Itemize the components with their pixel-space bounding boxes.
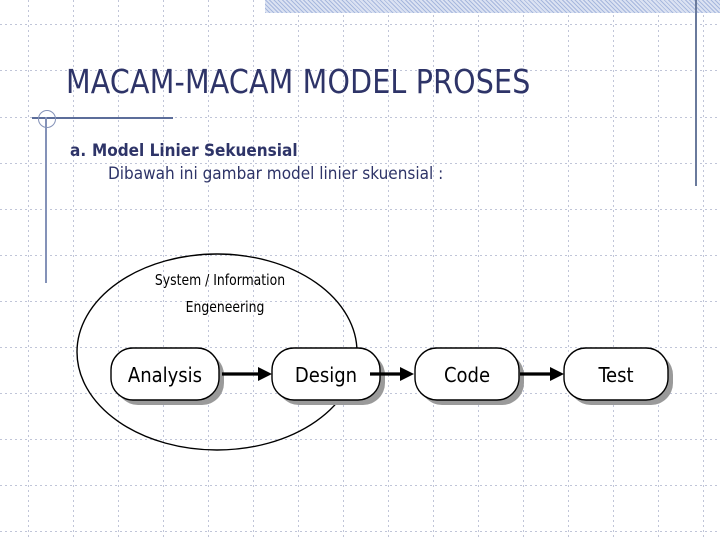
list-item-subtext: Dibawah ini gambar model linier skuensia…: [108, 164, 444, 184]
left-accent-rule: [45, 117, 47, 283]
grid-line-v: [208, 0, 209, 540]
grid-line-h: [0, 70, 720, 71]
grid-line-v: [298, 0, 299, 540]
stage-box: [110, 347, 220, 401]
stage-label: Analysis: [128, 363, 202, 387]
list-item-marker: a.: [70, 141, 87, 161]
title-underline-rule: [32, 117, 173, 119]
grid-line-h: [0, 163, 720, 164]
grid-line-h: [0, 301, 720, 302]
connector-arrow-design-code: [370, 367, 414, 381]
grid-line-v: [658, 0, 659, 540]
stage-node-test: Test: [563, 347, 673, 405]
stage-label: Design: [295, 363, 357, 387]
grid-line-v: [343, 0, 344, 540]
list-item-heading-text: Model Linier Sekuensial: [92, 141, 298, 161]
grid-line-v: [253, 0, 254, 540]
grid-line-h: [0, 255, 720, 256]
ellipse-label-line1: System / Information: [155, 273, 285, 290]
connector-arrow-code-test: [520, 367, 564, 381]
grid-line-h: [0, 209, 720, 210]
grid-line-v: [163, 0, 164, 540]
stage-node-analysis: Analysis: [110, 347, 224, 405]
stage-node-code: Code: [414, 347, 524, 405]
stage-box: [414, 347, 520, 401]
grid-line-v: [703, 0, 704, 540]
stage-label: Code: [444, 363, 490, 387]
circle-marker-icon: [38, 110, 56, 128]
grid-line-v: [388, 0, 389, 540]
grid-line-h: [0, 531, 720, 532]
grid-line-v: [433, 0, 434, 540]
grid-line-v: [28, 0, 29, 540]
stage-box: [563, 347, 669, 401]
stage-label: Test: [597, 363, 633, 387]
header-accent-band: [265, 0, 720, 13]
grid-line-v: [73, 0, 74, 540]
stage-node-design: Design: [271, 347, 385, 405]
grid-line-v: [478, 0, 479, 540]
grid-line-h: [0, 24, 720, 25]
page-title: MACAM-MACAM MODEL PROSES: [66, 62, 531, 101]
list-item-heading: a.Model Linier Sekuensial: [70, 140, 443, 162]
grid-line-v: [523, 0, 524, 540]
connector-arrow-analysis-design: [222, 367, 272, 381]
grid-line-h: [0, 485, 720, 486]
grid-line-h: [0, 439, 720, 440]
grid-line-h: [0, 117, 720, 118]
grid-line-v: [118, 0, 119, 540]
linear-sequential-model-diagram: System / Information Engeneering Analysi…: [70, 240, 690, 470]
content-block: a.Model Linier Sekuensial Dibawah ini ga…: [70, 140, 443, 186]
ellipse-label-line2: Engeneering: [186, 300, 265, 317]
right-accent-rule: [695, 0, 697, 186]
grid-line-v: [568, 0, 569, 540]
grid-line-v: [613, 0, 614, 540]
